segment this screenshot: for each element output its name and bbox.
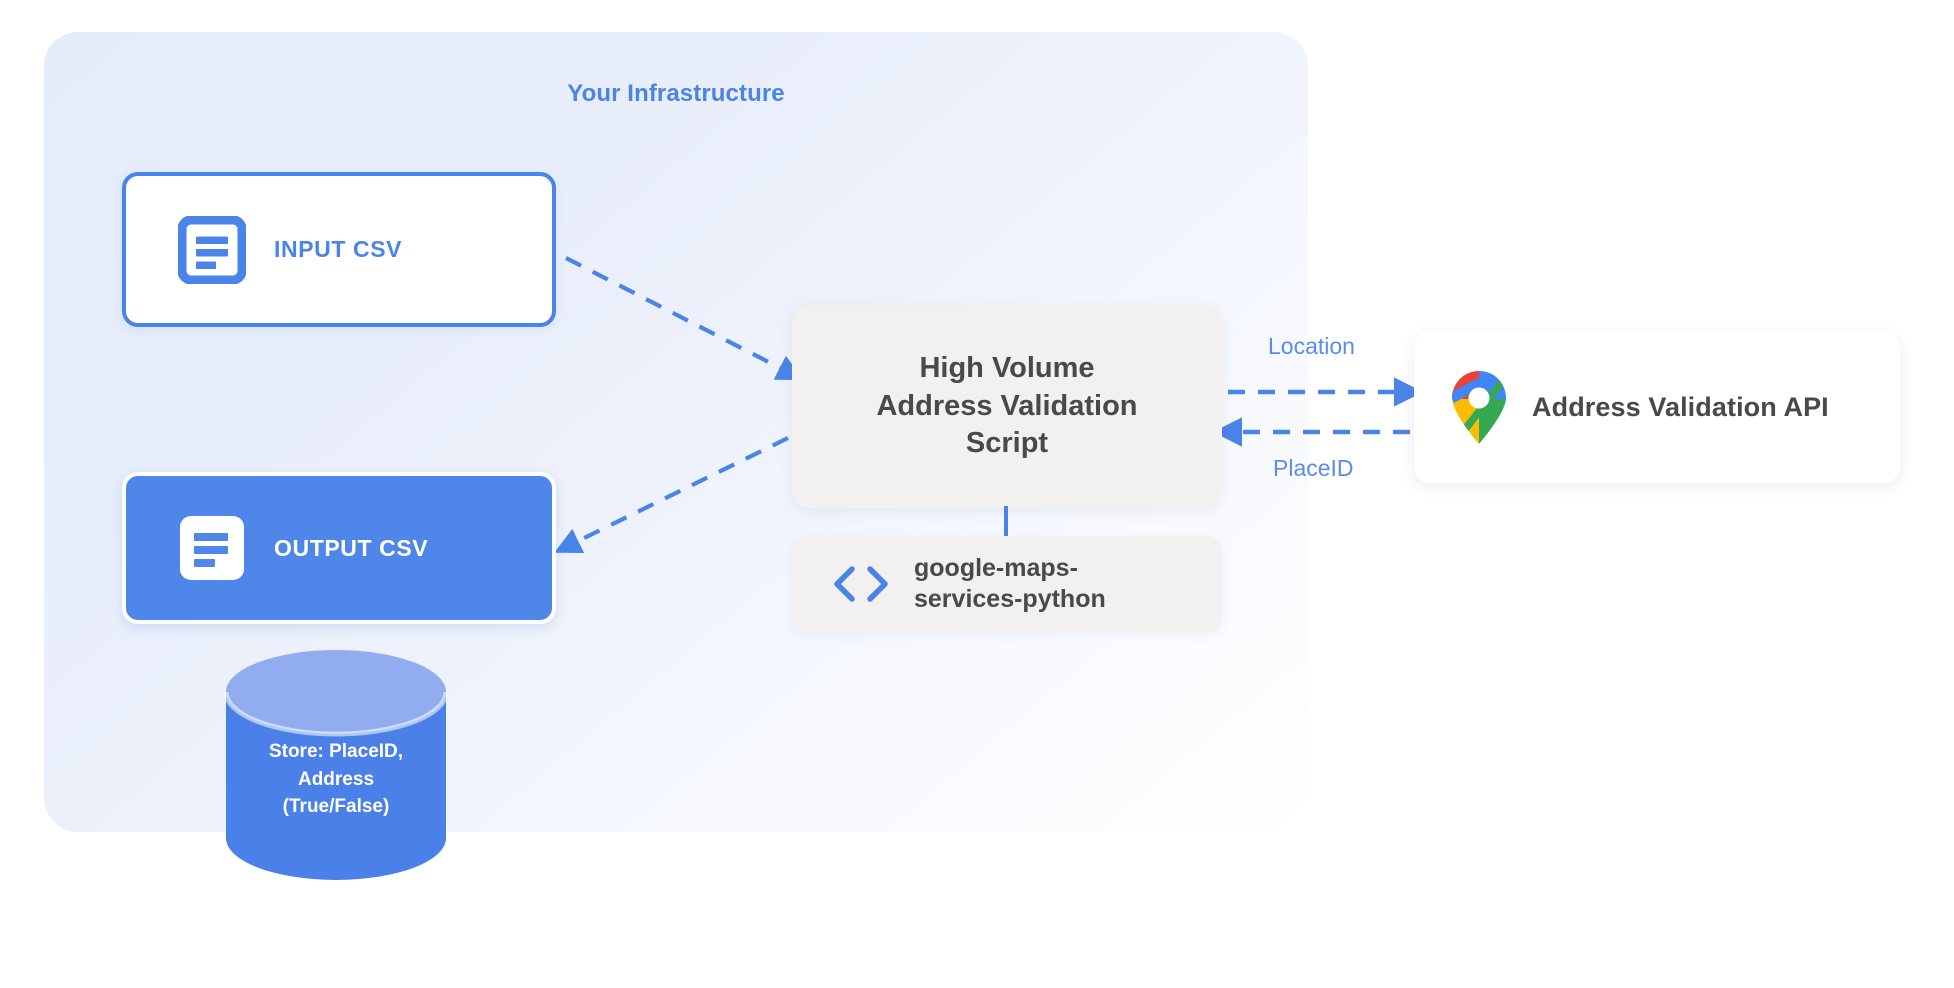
node-address-validation-api[interactable]: Address Validation API <box>1414 331 1900 483</box>
google-maps-pin-icon <box>1451 370 1507 445</box>
edge-label-location: Location <box>1268 333 1355 359</box>
node-database-store[interactable]: Store: PlaceID, Address (True/False) <box>212 650 460 880</box>
output-csv-label: OUTPUT CSV <box>274 534 429 561</box>
library-label: google-maps- services-python <box>914 553 1106 613</box>
script-label: High Volume Address Validation Script <box>876 351 1138 460</box>
node-client-library[interactable]: google-maps- services-python <box>792 536 1222 632</box>
document-icon <box>180 516 244 580</box>
code-brackets-icon <box>834 566 888 602</box>
database-cylinder-icon <box>223 650 449 880</box>
input-csv-label: INPUT CSV <box>274 236 403 262</box>
edge-label-placeid: PlaceID <box>1273 455 1354 481</box>
script-library-connector <box>1004 506 1008 540</box>
panel-title: Your Infrastructure <box>567 80 785 107</box>
api-label: Address Validation API <box>1532 391 1829 422</box>
node-input-csv[interactable]: INPUT CSV <box>122 172 556 327</box>
node-validation-script[interactable]: High Volume Address Validation Script <box>792 305 1222 508</box>
node-output-csv[interactable]: OUTPUT CSV <box>122 472 556 624</box>
document-icon <box>178 215 246 284</box>
